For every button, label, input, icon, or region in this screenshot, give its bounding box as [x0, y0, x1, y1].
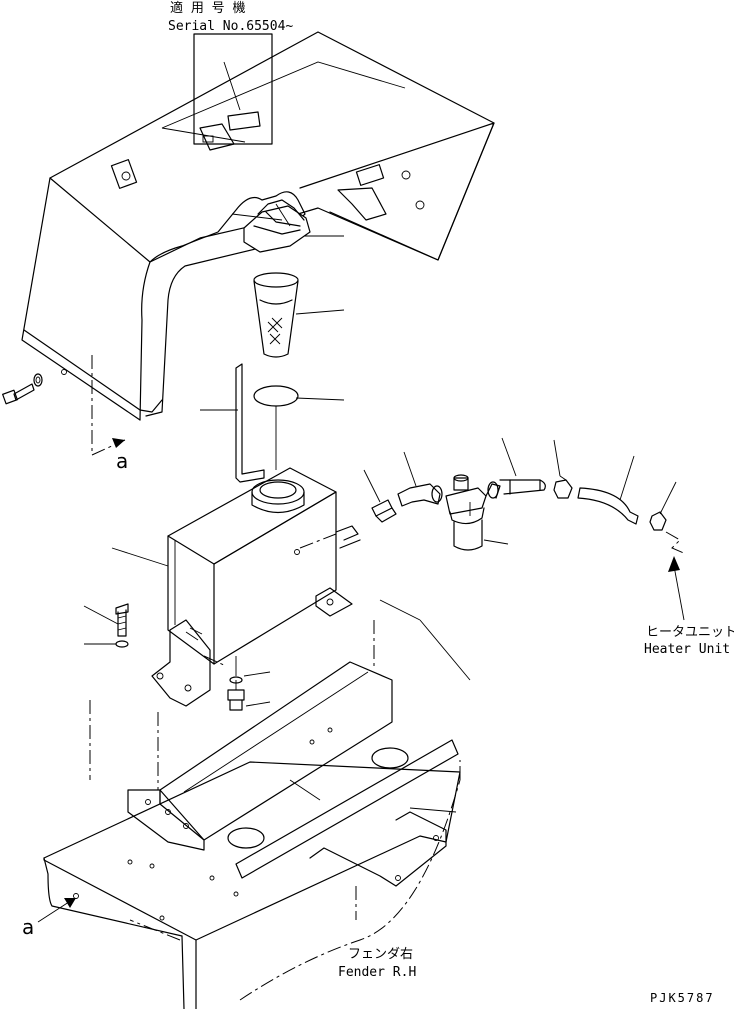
- filler-cap: [243, 199, 311, 253]
- drain-plug: [227, 656, 245, 711]
- strainer: [253, 272, 299, 358]
- gasket: [253, 385, 299, 470]
- serial-label-jp: 適 用 号 機: [170, 0, 245, 16]
- fuel-filter: [445, 474, 501, 551]
- ref-a-bottom-label: a: [22, 915, 34, 939]
- drawing-code: PJK5787: [650, 991, 715, 1005]
- serial-inset-box: [193, 33, 273, 151]
- ref-a-top-label: a: [116, 449, 128, 473]
- serial-label-en: Serial No.65504~: [168, 19, 293, 34]
- tank-strap: [235, 363, 265, 483]
- fender-label-jp: フェンダ右: [348, 947, 413, 962]
- leader-lines: [83, 213, 677, 813]
- hood-cover: [21, 31, 495, 421]
- heater-label-jp: ヒータユニット: [646, 625, 734, 640]
- bolt-washer: [115, 603, 129, 648]
- heater-label-en: Heater Unit: [644, 642, 730, 657]
- bolt-left: [2, 373, 43, 405]
- ref-a-bottom: [37, 898, 76, 923]
- fender-label-en: Fender R.H: [338, 965, 416, 980]
- tank-bracket: [151, 619, 227, 707]
- fuel-line: [371, 474, 687, 555]
- ref-a-top: [91, 355, 126, 456]
- fuel-tank: [167, 467, 361, 665]
- lower-frame: [43, 599, 471, 1009]
- text-labels: 適 用 号 機 Serial No.65504~ a ヒータユニット Heate…: [22, 0, 734, 1005]
- heater-arrow: [668, 556, 685, 621]
